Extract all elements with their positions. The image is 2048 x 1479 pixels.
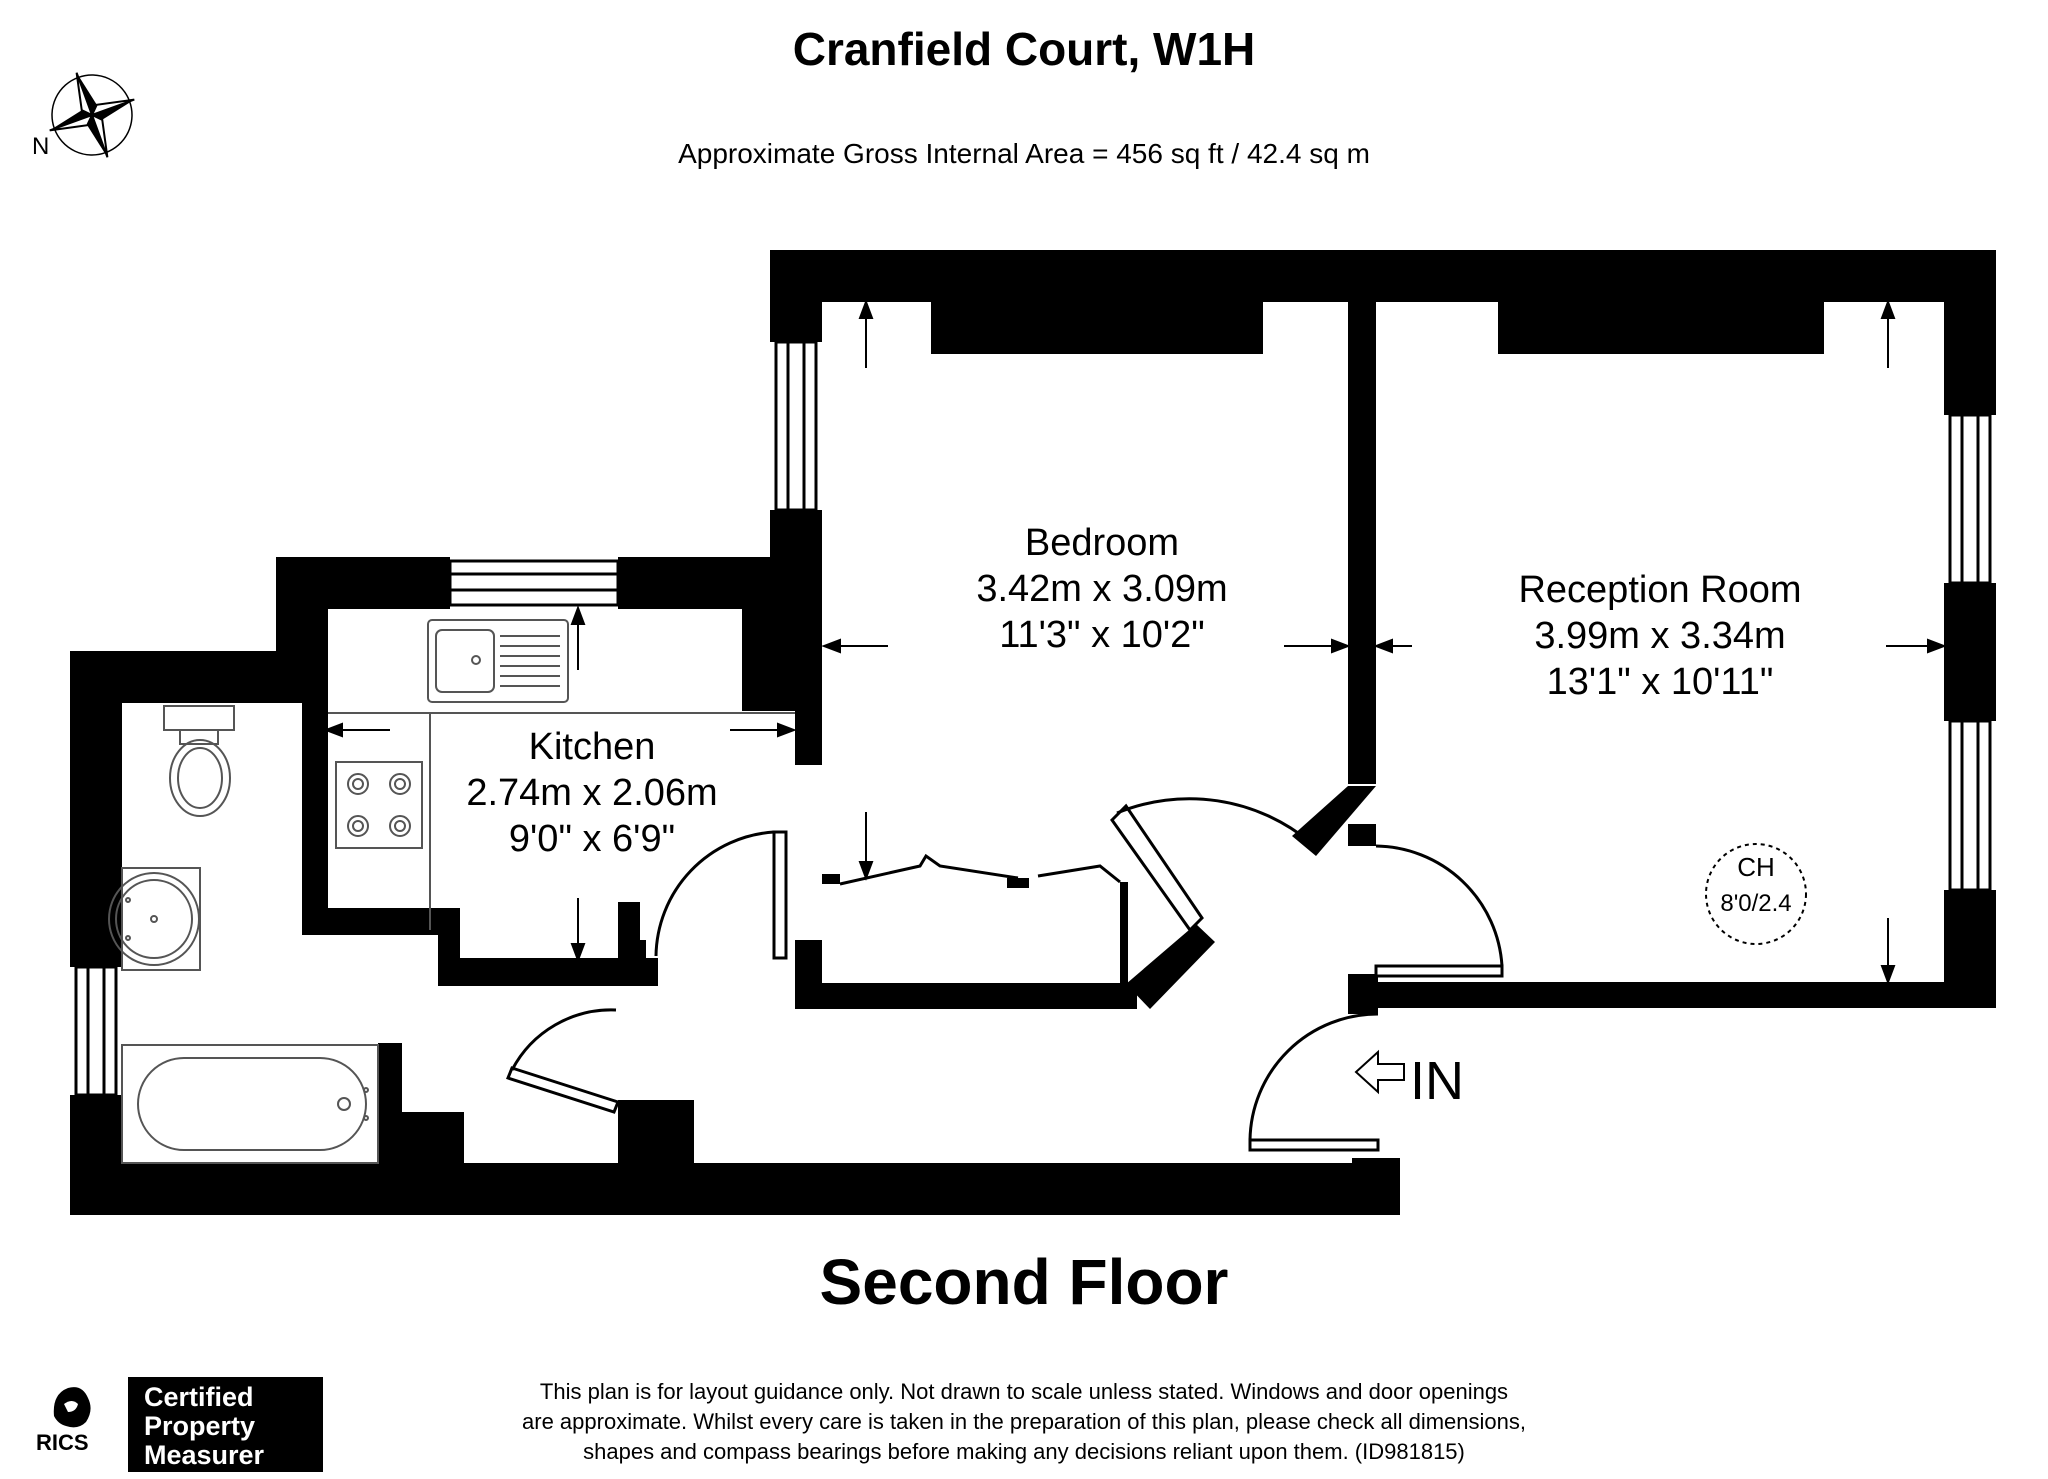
- entrance-arrow-icon: [1354, 1049, 1405, 1095]
- dimension-arrows: [323, 299, 1947, 985]
- compass-icon: [49, 72, 135, 158]
- bedroom-imperial: 11'3" x 10'2": [999, 614, 1205, 656]
- windows: [74, 340, 1992, 1097]
- rics-wordmark: RICS: [36, 1430, 89, 1455]
- bedroom-name: Bedroom: [1024, 522, 1180, 564]
- reception-name: Reception Room: [1518, 569, 1802, 611]
- page-title: Cranfield Court, W1H: [792, 23, 1256, 75]
- kitchen-label: Kitchen 2.74m x 2.06m 9'0" x 6'9": [432, 724, 752, 862]
- kitchen-imperial: 9'0" x 6'9": [508, 818, 676, 860]
- badge-line-2: Property: [144, 1411, 256, 1441]
- ceiling-height-value: 8'0/2.4: [1720, 890, 1792, 917]
- disclaimer-line-3: shapes and compass bearings before makin…: [583, 1439, 1465, 1464]
- reception-imperial: 13'1" x 10'11": [1546, 661, 1774, 703]
- disclaimer-line-1: This plan is for layout guidance only. N…: [539, 1379, 1509, 1404]
- badge-line-1: Certified: [144, 1382, 254, 1412]
- ceiling-height-marker: [1705, 843, 1807, 945]
- bedroom-label: Bedroom 3.42m x 3.09m 11'3" x 10'2": [932, 520, 1272, 658]
- disclaimer: This plan is for layout guidance only. N…: [400, 1377, 1648, 1467]
- fixtures: [108, 619, 795, 1164]
- compass-north-label: N: [32, 133, 50, 160]
- certified-property-measurer-badge: Certified Property Measurer: [128, 1377, 323, 1472]
- kitchen-metric: 2.74m x 2.06m: [466, 772, 718, 814]
- gross-internal-area: Approximate Gross Internal Area = 456 sq…: [678, 138, 1370, 169]
- badge-line-3: Measurer: [144, 1440, 265, 1470]
- ceiling-height-label: CH: [1737, 852, 1775, 882]
- reception-label: Reception Room 3.99m x 3.34m 13'1" x 10'…: [1450, 567, 1870, 705]
- doors: [506, 797, 1504, 1152]
- reception-metric: 3.99m x 3.34m: [1534, 615, 1786, 657]
- rics-logo-icon: [53, 1387, 91, 1428]
- walls: [70, 250, 1996, 1215]
- floor-label: Second Floor: [819, 1246, 1229, 1318]
- entrance-label: IN: [1410, 1051, 1464, 1111]
- kitchen-name: Kitchen: [528, 726, 656, 768]
- disclaimer-line-2: are approximate. Whilst every care is ta…: [522, 1409, 1526, 1434]
- bedroom-metric: 3.42m x 3.09m: [976, 568, 1228, 610]
